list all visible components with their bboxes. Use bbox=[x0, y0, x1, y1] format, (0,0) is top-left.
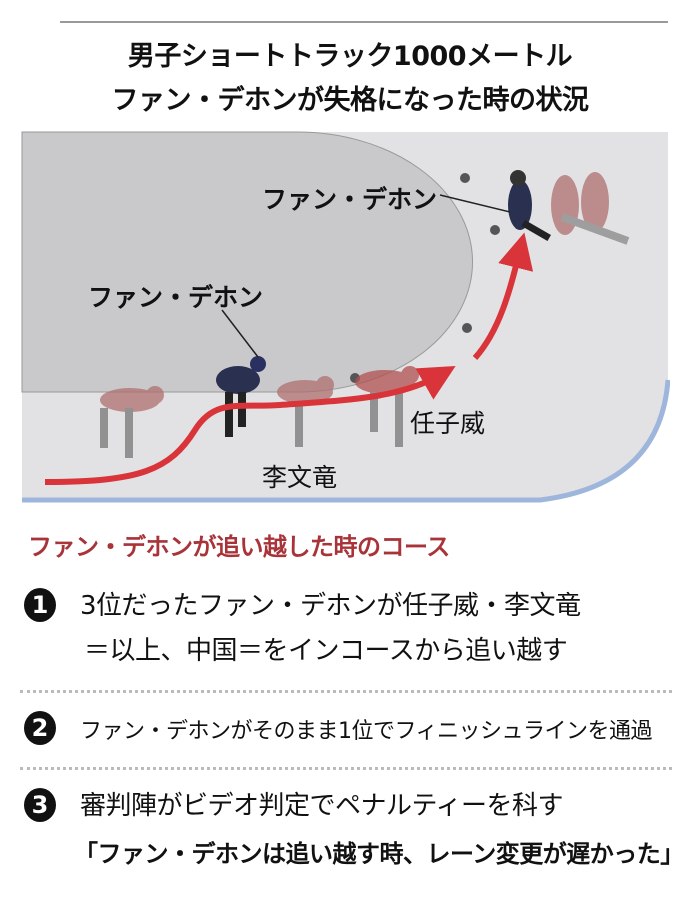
track-illustration bbox=[21, 131, 670, 503]
step-1-line-1: 3位だったファン・デホンが任子威・李文竜 bbox=[80, 591, 581, 621]
step-2-number-icon: 2 bbox=[24, 711, 56, 745]
title-line-1: 男子ショートトラック1000メートル bbox=[127, 41, 573, 72]
top-rule bbox=[60, 21, 668, 23]
step-1-number-icon: 1 bbox=[24, 588, 56, 622]
skater-group-right bbox=[551, 172, 630, 245]
step-1-line-2: ＝以上、中国＝をインコースから追い越す bbox=[84, 636, 568, 666]
label-ren-ziwei: 任子威 bbox=[410, 409, 486, 438]
skater-figures bbox=[100, 172, 630, 458]
track-edge bbox=[22, 379, 670, 503]
divider bbox=[20, 767, 672, 770]
skater-hwang-after bbox=[508, 170, 551, 242]
leader-line-before bbox=[221, 309, 259, 358]
leader-line-after bbox=[439, 194, 511, 213]
divider bbox=[20, 690, 672, 693]
label-hwang-after: ファン・デホン bbox=[262, 185, 438, 214]
label-hwang-before: ファン・デホン bbox=[88, 283, 264, 312]
step-3-line-1: 審判陣がビデオ判定でペナルティーを科す bbox=[80, 791, 563, 821]
path-arrow-1 bbox=[44, 366, 456, 485]
step-3-quote: 「ファン・デホンは追い越す時、レーン変更が遅かった」 bbox=[74, 840, 684, 868]
inner-track bbox=[21, 131, 473, 393]
skater-hwang-before bbox=[216, 356, 266, 437]
label-li-wenlong: 李文竜 bbox=[262, 463, 338, 492]
skater-left bbox=[100, 386, 164, 458]
step-2-line-1: ファン・デホンがそのまま1位でフィニッシュラインを通過 bbox=[80, 719, 653, 744]
skater-li bbox=[277, 376, 334, 447]
section-heading: ファン・デホンが追い越した時のコース bbox=[28, 533, 450, 561]
title-line-2: ファン・デホンが失格になった時の状況 bbox=[111, 85, 590, 116]
step-3-number-icon: 3 bbox=[24, 788, 56, 822]
path-arrow-2 bbox=[472, 232, 534, 360]
